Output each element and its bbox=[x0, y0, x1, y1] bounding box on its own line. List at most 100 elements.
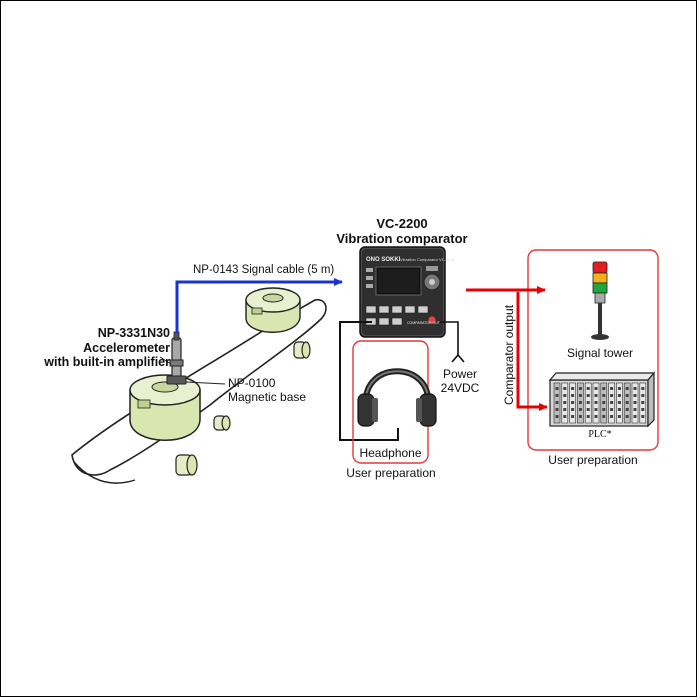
device-logo: ONO SOKKI bbox=[366, 257, 401, 263]
plc-terminal bbox=[617, 408, 621, 411]
plc-terminal bbox=[555, 401, 559, 404]
plc-terminal bbox=[586, 394, 590, 397]
plc-terminal bbox=[571, 408, 575, 411]
power-line1: Power bbox=[442, 367, 477, 381]
device-output-jack bbox=[427, 315, 437, 325]
plc-terminal bbox=[586, 387, 590, 390]
plc-terminal bbox=[625, 415, 629, 418]
device-button[interactable] bbox=[391, 317, 403, 326]
plc-terminal bbox=[578, 408, 582, 411]
device-model: VC-2200 bbox=[376, 216, 428, 231]
device-button[interactable] bbox=[365, 305, 377, 314]
plc-terminal bbox=[571, 401, 575, 404]
plc-terminal bbox=[641, 401, 645, 404]
roller bbox=[213, 415, 231, 431]
device-button[interactable] bbox=[378, 317, 390, 326]
accelerometer-icon bbox=[169, 331, 184, 379]
device-side-key[interactable] bbox=[366, 284, 373, 288]
plc-terminal bbox=[610, 401, 614, 404]
comparator-output-label: Comparator output bbox=[502, 304, 516, 405]
plc-terminal bbox=[594, 401, 598, 404]
plc-terminal bbox=[594, 408, 598, 411]
plc-terminal bbox=[633, 394, 637, 397]
plc-terminal bbox=[617, 387, 621, 390]
plc-terminal bbox=[571, 394, 575, 397]
plc-terminal bbox=[602, 415, 606, 418]
plc-terminal bbox=[594, 394, 598, 397]
plc-terminal bbox=[610, 415, 614, 418]
device-title: VC-2200 Vibration comparator bbox=[330, 216, 474, 246]
plc-terminal bbox=[625, 394, 629, 397]
plc-terminal bbox=[563, 387, 567, 390]
plc-terminal bbox=[633, 387, 637, 390]
plc-terminal bbox=[602, 408, 606, 411]
plc-terminal bbox=[571, 415, 575, 418]
plc-terminal bbox=[563, 394, 567, 397]
signal-tower-label: Signal tower bbox=[566, 346, 634, 360]
headphone-icon bbox=[357, 368, 437, 427]
device-side-key[interactable] bbox=[366, 276, 373, 280]
headphone-label: Headphone bbox=[359, 446, 422, 460]
plc-terminal bbox=[602, 401, 606, 404]
plc-terminal bbox=[555, 394, 559, 397]
device-name: Vibration comparator bbox=[336, 231, 468, 246]
plc-terminal bbox=[578, 401, 582, 404]
plc-terminal bbox=[617, 401, 621, 404]
signal-cable-label: NP-0143 Signal cable (5 m) bbox=[193, 264, 335, 276]
accelerometer-line1: Accelerometer bbox=[83, 340, 170, 355]
magnetic-base-label: NP-0100 Magnetic base bbox=[228, 376, 306, 404]
plc-terminal bbox=[578, 415, 582, 418]
plc-terminal bbox=[617, 394, 621, 397]
device-button[interactable] bbox=[417, 305, 429, 314]
plc-terminal bbox=[641, 415, 645, 418]
plc-terminal bbox=[594, 387, 598, 390]
plc-terminal bbox=[586, 408, 590, 411]
power-label: Power 24VDC bbox=[438, 367, 482, 395]
roller bbox=[293, 341, 311, 359]
plc-terminal bbox=[610, 408, 614, 411]
plc-terminal bbox=[555, 408, 559, 411]
front-sensor-housing bbox=[129, 374, 201, 441]
accelerometer-leader bbox=[159, 356, 172, 365]
device-side-key[interactable] bbox=[366, 268, 373, 272]
device-button[interactable] bbox=[391, 305, 403, 314]
accelerometer-model: NP-3331N30 bbox=[97, 326, 170, 340]
plc-terminal bbox=[602, 394, 606, 397]
magnetic-base-icon bbox=[166, 375, 187, 385]
plc-terminal bbox=[586, 415, 590, 418]
magnetic-base-leader bbox=[185, 381, 226, 385]
device-ports-label: COMPARATOR OUT bbox=[407, 321, 441, 325]
magnetic-base-name: Magnetic base bbox=[228, 390, 307, 404]
accelerometer-label: NP-3331N30 Accelerometer with built-in a… bbox=[20, 326, 170, 370]
device-button[interactable] bbox=[378, 305, 390, 314]
plc-terminal bbox=[641, 408, 645, 411]
roller bbox=[175, 454, 198, 476]
plc-terminal bbox=[586, 401, 590, 404]
device-top-key[interactable] bbox=[426, 266, 438, 271]
plc-terminal bbox=[610, 387, 614, 390]
headphone-user-preparation: User preparation bbox=[346, 466, 436, 480]
plc-terminal bbox=[571, 387, 575, 390]
vibration-comparator-device: ONO SOKKI Vibration Comparator VC-2200 C… bbox=[359, 246, 456, 338]
plc-terminal bbox=[563, 408, 567, 411]
plc-terminal bbox=[563, 401, 567, 404]
rear-sensor-housing bbox=[245, 287, 301, 333]
plc-terminal bbox=[633, 401, 637, 404]
plc-terminal bbox=[594, 415, 598, 418]
plc-terminal bbox=[641, 394, 645, 397]
plc-user-preparation: User preparation bbox=[548, 453, 638, 467]
plc-icon bbox=[548, 371, 656, 428]
device-screen-title: Vibration Comparator VC-2200 bbox=[400, 257, 456, 262]
power-cable bbox=[440, 321, 465, 363]
signal-tower-icon bbox=[591, 261, 609, 340]
plc-terminal bbox=[633, 415, 637, 418]
magnetic-base-model: NP-0100 bbox=[228, 376, 276, 390]
plc-terminal bbox=[578, 387, 582, 390]
output-group-box bbox=[527, 249, 659, 451]
device-button[interactable] bbox=[404, 305, 416, 314]
plc-terminal bbox=[602, 387, 606, 390]
accelerometer-line2: with built-in amplifier bbox=[44, 355, 170, 369]
plc-terminal bbox=[625, 401, 629, 404]
